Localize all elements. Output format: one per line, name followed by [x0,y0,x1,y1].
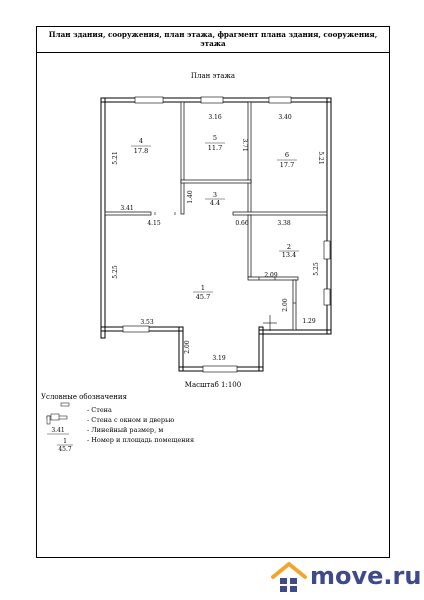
room-number: 5 [213,134,217,142]
room-area: 4.4 [210,199,220,207]
window-bay [202,365,238,373]
wall-room4-bottom [104,211,152,216]
dimension-label: 3.41 [120,205,133,212]
legend-wall-label: - Стена [87,406,112,414]
plan-caption: План этажа [190,72,236,80]
dimension-label: 5.21 [112,151,119,164]
document-header: План здания, сооружения, план этажа, фра… [37,27,389,53]
wall-bay-left [178,326,184,372]
window-top-2 [200,96,224,104]
dimension-label: 2.00 [184,340,191,354]
wall-room4-room5 [180,101,185,215]
dimension-label: 3.19 [212,355,226,362]
document-title: План здания, сооружения, план этажа, фра… [48,30,378,48]
room-number: 2 [287,243,291,251]
dimension-label: 3.16 [208,114,222,121]
window-right-1 [323,240,331,260]
dimension-label: 2.00 [282,298,289,312]
dimension-label: 3.40 [278,114,292,121]
wall-symbol [60,402,70,407]
dimension-label: 3.71 [241,138,248,151]
dimension-label: 2.09 [264,272,278,279]
room-number: 1 [201,284,205,292]
dimension-label: 5.25 [313,262,320,276]
room-area: 11.7 [208,144,222,152]
legend-window-door-label: - Стена с окном и дверью [87,416,175,424]
room-number: 6 [285,151,289,159]
dimension-label: 3.53 [140,319,154,326]
room-area: 45.7 [196,293,210,301]
window-top-3 [268,96,292,104]
dimension-label: 5.25 [112,265,119,279]
inner-walls [104,101,328,331]
window-top-1 [134,96,164,104]
wall-left [100,97,106,339]
dimension-label: 1.29 [302,318,316,325]
scale-label: Масштаб 1:100 [184,381,242,389]
dimension-labels: 3.16 3.40 5.21 3.71 5.21 1.40 3.41 4.15 … [112,114,324,362]
window-door-symbol [46,413,68,425]
legend: Условные обозначения [41,393,127,403]
room-number: 3 [213,191,217,199]
house-icon [271,562,307,592]
room-number-sample: 1 [63,438,67,445]
legend-dimension-label: - Линейный размер, м [87,426,164,434]
wall-room2-bottom [247,276,299,281]
wall-room6-bottom [232,211,328,216]
brand-logo[interactable]: move.ru [262,560,422,596]
legend-title: Условные обозначения [41,393,128,401]
window-right-2 [323,288,331,306]
wall-room5-room6 [247,101,252,215]
wall-bath-left [292,279,297,331]
doors [154,212,296,331]
brand-name: move.ru [310,562,422,590]
dimension-sample: 3.41 [51,427,64,434]
window-bottom-1 [122,325,150,333]
room-area: 17.8 [134,147,148,155]
dimension-label: 4.15 [147,220,161,227]
room-number: 4 [139,137,143,145]
legend-room-label: - Номер и площадь помещения [87,436,195,444]
floor-plan: 4 17.8 5 11.7 6 17.7 3 4.4 2 13.4 1 45.7… [100,96,332,373]
room-area: 13.4 [282,251,296,259]
room-labels: 4 17.8 5 11.7 6 17.7 3 4.4 2 13.4 1 45.7 [131,134,299,301]
dimension-label: 1.40 [187,190,194,204]
wall-bay-right [258,326,264,372]
windows [122,96,331,373]
dimension-label: 0.66 [235,220,249,227]
dimension-label: 5.21 [317,151,324,164]
wall-room5-bottom [180,179,252,184]
room-area: 17.7 [280,161,294,169]
dimension-label: 3.38 [277,220,291,227]
room-area-sample: 45.7 [58,446,72,453]
document-frame: План здания, сооружения, план этажа, фра… [36,26,390,558]
legend-symbols: 3.41 1 45.7 [46,402,73,453]
